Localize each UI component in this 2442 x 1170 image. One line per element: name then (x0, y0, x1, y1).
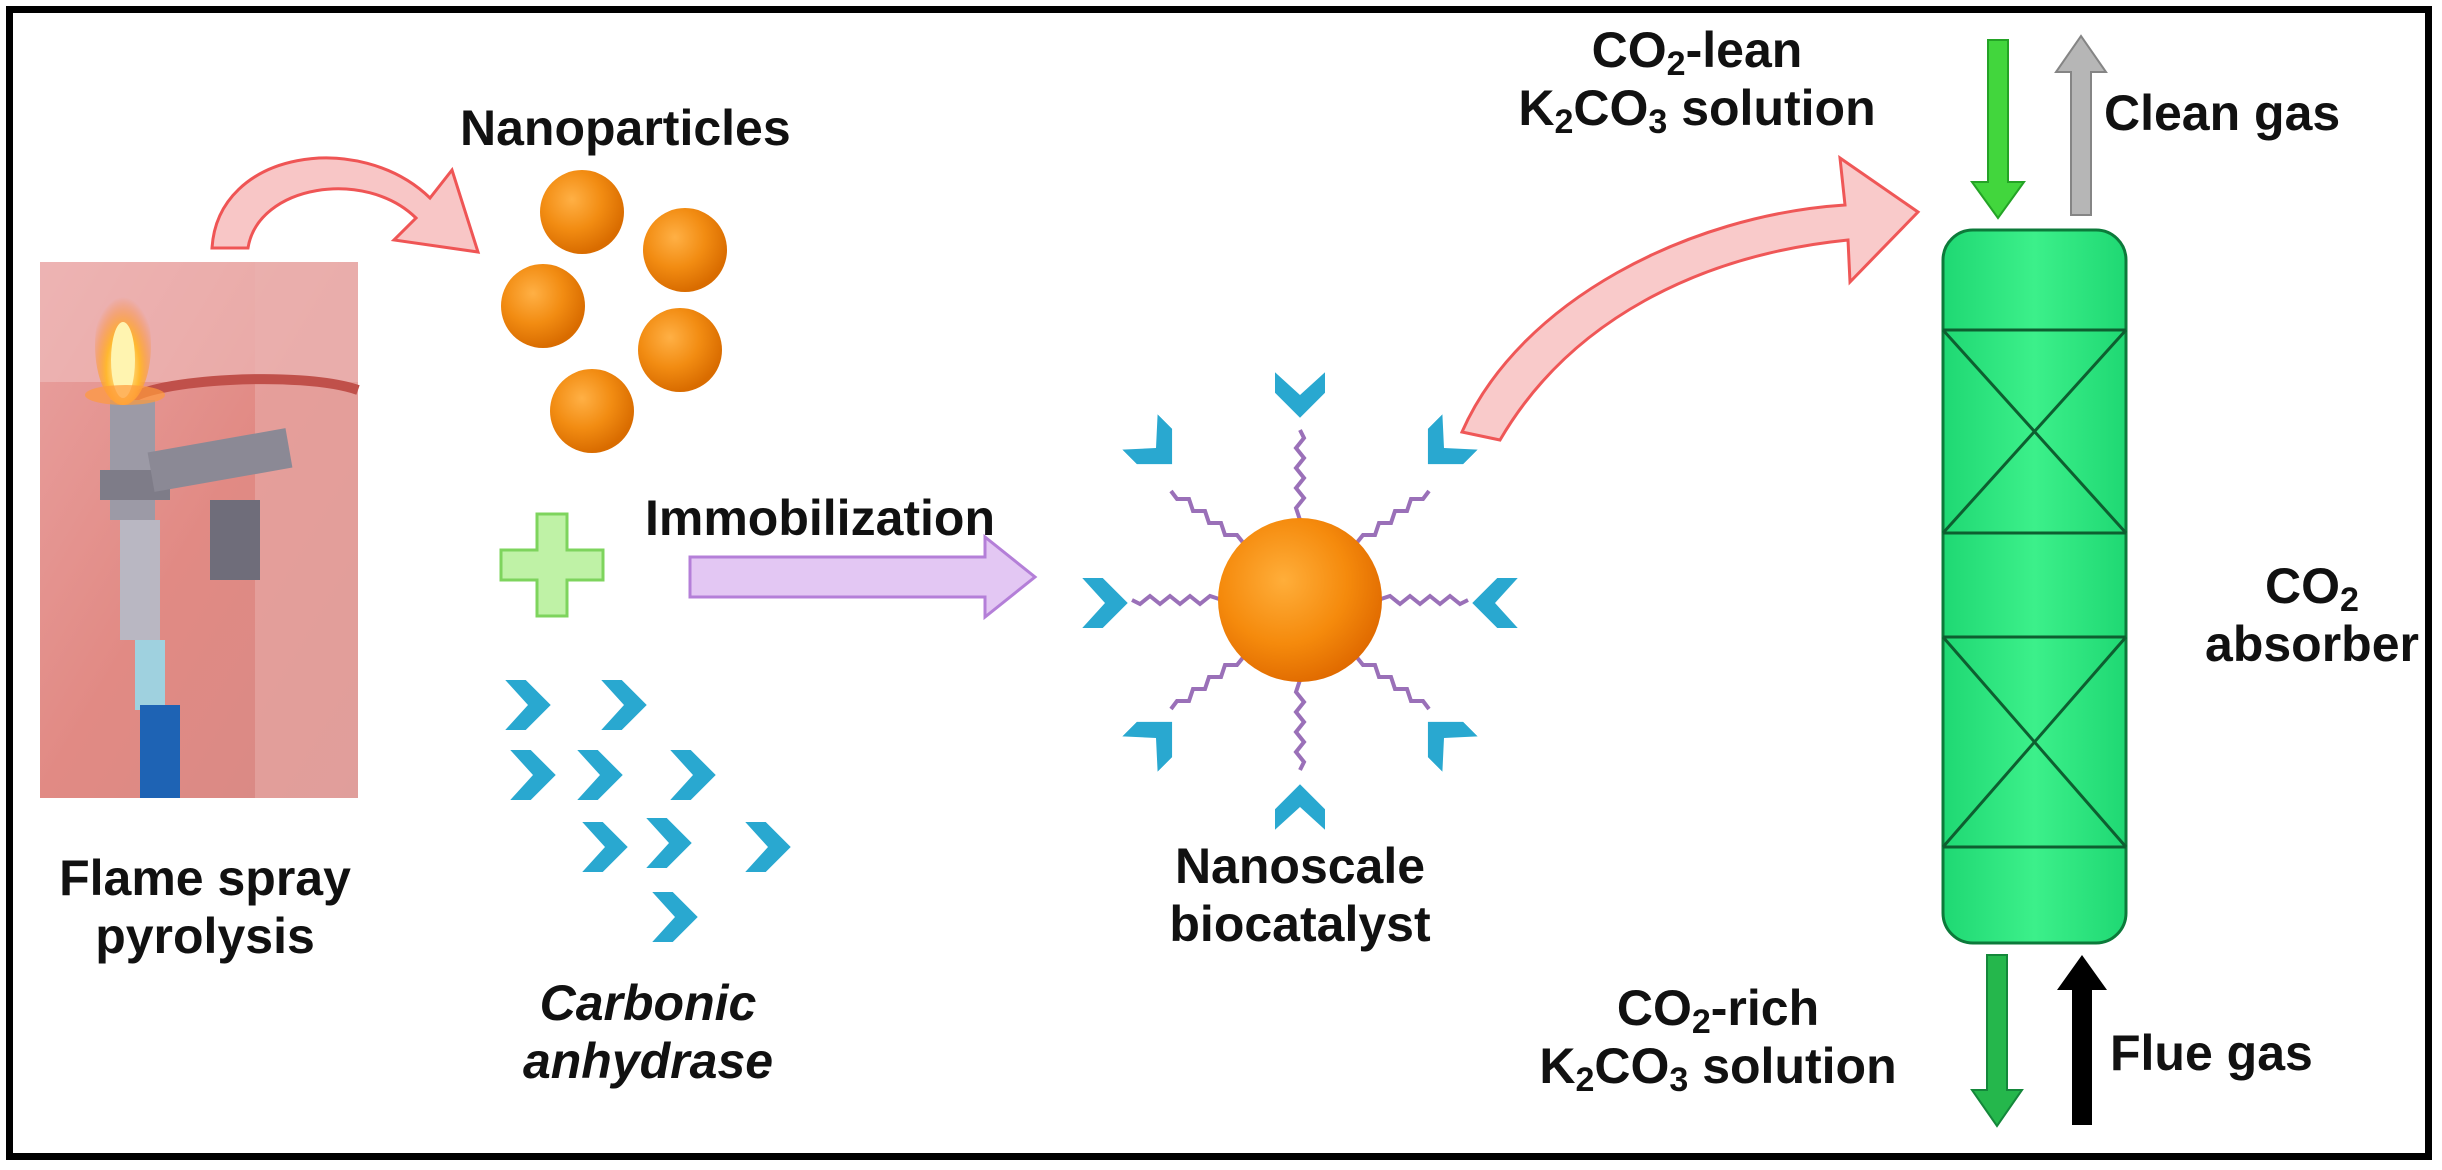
flue-gas-label: Flue gas (2110, 1025, 2313, 1081)
clean-gas-label: Clean gas (2104, 85, 2341, 141)
carbonic-line1: Carbonic (539, 975, 757, 1031)
flame-spray-photo (40, 262, 360, 798)
plus-icon (499, 512, 605, 618)
immobilization-arrow (688, 533, 1038, 621)
carbonic-anhydrase-enzymes (505, 680, 791, 942)
nanoscale-biocatalyst-label: Nanoscale biocatalyst (1169, 838, 1430, 953)
nanoparticles-cluster (501, 170, 727, 453)
clean-gas-arrow (2054, 34, 2108, 216)
rich-solution-arrow (1970, 954, 2024, 1128)
lean-solution-arrow (1970, 39, 2026, 220)
flame-spray-pyrolysis-label: Flame spray pyrolysis (59, 850, 351, 965)
nanoparticles-label: Nanoparticles (460, 100, 791, 156)
absorber-line2: absorber (2205, 615, 2419, 672)
nanoscale-biocatalyst (1082, 372, 1518, 830)
carbonic-anhydrase-label: Carbonic anhydrase (523, 975, 773, 1090)
co2-rich-line1: CO2-rich (1616, 980, 1820, 1041)
co2-absorber-column (1941, 228, 2128, 945)
co2-lean-label: CO2-lean K2CO3 solution (1518, 22, 1876, 141)
carbonic-line2: anhydrase (522, 1032, 774, 1089)
biocatalyst-to-absorber-arrow (1459, 154, 1921, 442)
flue-gas-arrow (2057, 955, 2107, 1125)
photo-to-nanoparticles-arrow (210, 156, 481, 254)
nanoscale-line1: Nanoscale (1174, 838, 1426, 894)
flame-label-line2: pyrolysis (95, 907, 315, 964)
absorber-line1: CO2 (2265, 558, 2359, 619)
k2co3-lean-line2: K2CO3 solution (1518, 79, 1876, 141)
co2-lean-line1: CO2-lean (1591, 22, 1803, 83)
co2-rich-label: CO2-rich K2CO3 solution (1539, 980, 1897, 1099)
k2co3-rich-line2: K2CO3 solution (1539, 1037, 1897, 1099)
immobilization-label: Immobilization (645, 490, 995, 546)
flame-label-line1: Flame spray (59, 850, 351, 906)
co2-absorber-label: CO2 absorber (2205, 558, 2419, 673)
nanoscale-line2: biocatalyst (1169, 895, 1431, 952)
